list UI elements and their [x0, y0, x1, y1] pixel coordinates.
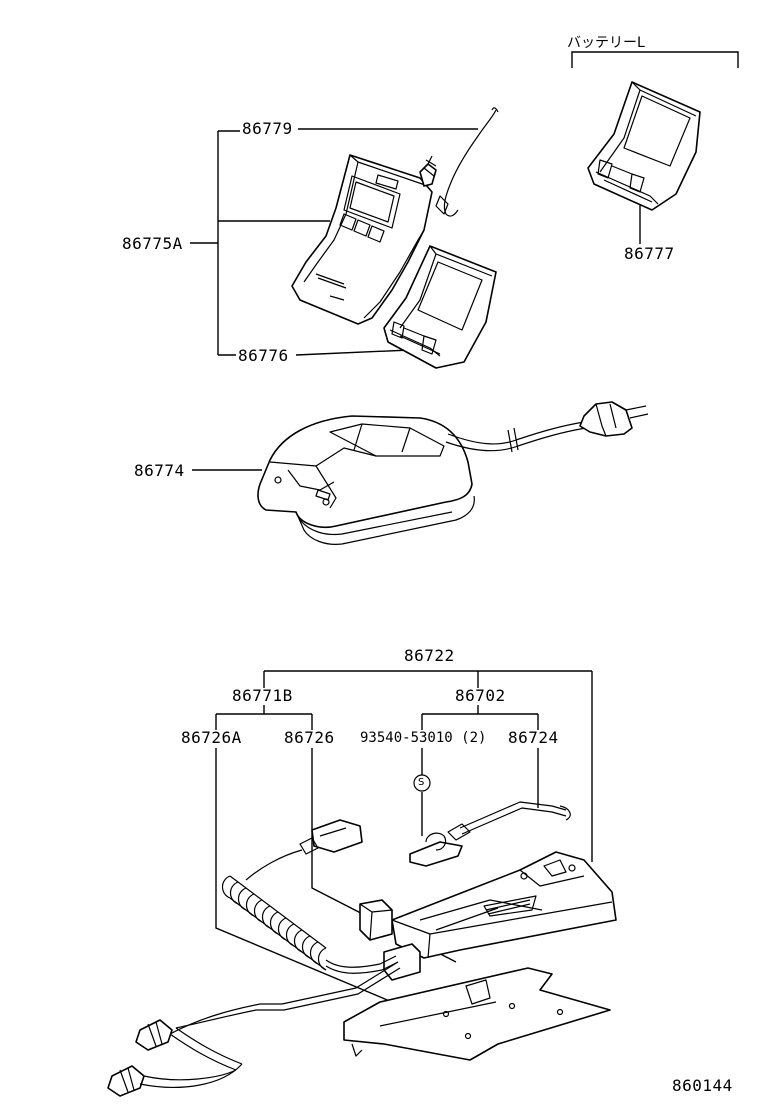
label-86779: 86779	[242, 119, 293, 138]
strap-86779	[435, 107, 499, 217]
handset-86775A	[291, 154, 437, 325]
label-86726A: 86726A	[181, 728, 242, 747]
charger-86774	[257, 401, 649, 545]
s-marker	[413, 774, 431, 792]
leader-lines-top	[190, 51, 739, 471]
drawing-number: 860144	[672, 1076, 733, 1095]
label-86777: 86777	[624, 244, 675, 263]
label-86774: 86774	[134, 461, 185, 480]
coil-cord	[107, 819, 401, 1097]
battery-86777	[587, 81, 701, 211]
label-86702: 86702	[455, 686, 506, 705]
battery-86776	[383, 245, 497, 369]
rod-86724	[409, 801, 571, 867]
s-marker-label: S	[418, 777, 425, 788]
base-tray	[343, 851, 617, 1061]
label-battery-l: バッテリーL	[567, 35, 645, 51]
label-86775A: 86775A	[122, 234, 183, 253]
label-86771B: 86771B	[232, 686, 293, 705]
label-93540-53010: 93540-53010 (2)	[360, 730, 487, 746]
label-86776: 86776	[238, 346, 289, 365]
label-86724: 86724	[508, 728, 559, 747]
label-86722: 86722	[404, 646, 455, 665]
label-86726: 86726	[284, 728, 335, 747]
